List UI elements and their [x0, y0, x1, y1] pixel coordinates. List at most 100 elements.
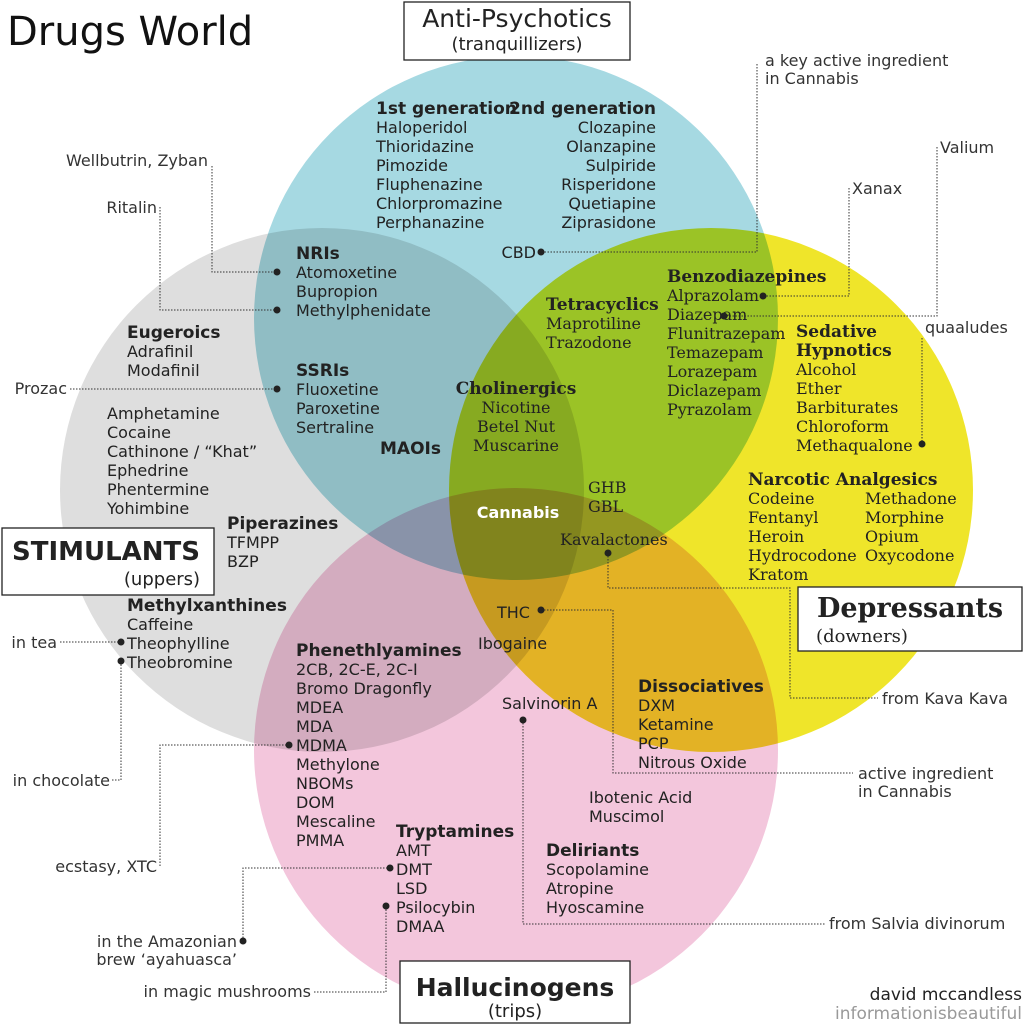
gen1-item: Thioridazine [375, 137, 474, 156]
annotation-ritalin: Ritalin [106, 198, 157, 217]
hallucinogens-sublabel: (trips) [488, 1001, 542, 1022]
phenethylamines-item: Mescaline [296, 812, 375, 831]
cbd-item: CBD [502, 243, 536, 262]
annotation-valium: Valium [940, 138, 994, 157]
annotation-thc_note: in Cannabis [858, 782, 952, 801]
ssris-item: Paroxetine [296, 399, 380, 418]
annotation-tea: in tea [11, 633, 57, 652]
benzos-item: Lorazepam [667, 362, 757, 381]
dissociatives-item: DXM [638, 696, 675, 715]
depressants-sublabel: (downers) [816, 626, 908, 647]
stims-item: Cocaine [107, 423, 171, 442]
sedatives-title: Sedative [796, 322, 877, 342]
benzos-item: Pyrazolam [667, 400, 752, 419]
tetracyclics-item: Maprotiline [546, 314, 641, 333]
dissociatives-item: Ketamine [638, 715, 714, 734]
cholinergics-title: Cholinergics [456, 379, 577, 399]
dissociatives-title: Dissociatives [638, 677, 764, 697]
phenethylamines-item: PMMA [296, 831, 344, 850]
benzos-item: Flunitrazepam [667, 324, 785, 343]
narcotics2-item: Morphine [865, 508, 944, 527]
methylxanthines-item: Caffeine [127, 615, 193, 634]
ssris-title: SSRIs [296, 361, 349, 381]
deliriants-item: Atropine [546, 879, 614, 898]
ghb-item: GHB [588, 478, 627, 497]
page-title: Drugs World [7, 9, 253, 55]
ibotenic-item: Ibotenic Acid [589, 788, 692, 807]
hallucinogens-circle [254, 488, 778, 1012]
tryptamines-item: DMAA [396, 917, 445, 936]
ssris-item: Fluoxetine [296, 380, 379, 399]
narcotics2-item: Opium [865, 527, 919, 546]
stims-item: Amphetamine [107, 404, 220, 423]
tetracyclics-item: Trazodone [546, 333, 632, 352]
annotation-quaaludes: quaaludes [925, 318, 1008, 337]
benzos-item: Diclazepam [667, 381, 761, 400]
tryptamines-item: LSD [396, 879, 427, 898]
phenethylamines-item: NBOMs [296, 774, 353, 793]
anti-psychotics-label: Anti-Psychotics [422, 4, 612, 33]
annotation-ayahuasca: brew ‘ayahuasca’ [96, 950, 237, 969]
phenethylamines-item: Bromo Dragonfly [296, 679, 432, 698]
sedatives-item: Alcohol [795, 360, 856, 379]
kava-item: Kavalactones [560, 530, 668, 549]
annotation-chocolate: in chocolate [13, 771, 110, 790]
cannabis-title: Cannabis [477, 503, 560, 522]
annotation-cbd_note: in Cannabis [765, 69, 859, 88]
eugeroics-item: Modafinil [127, 361, 200, 380]
gen2-item: Clozapine [578, 118, 656, 137]
annotation-xanax: Xanax [852, 179, 902, 198]
tetracyclics-title: Tetracyclics [546, 295, 659, 315]
gen1-item: Perphanazine [376, 213, 484, 232]
benzos-title: Benzodiazepines [667, 267, 826, 287]
gen2-title: 2nd generation [509, 99, 656, 119]
narcotics-item: Kratom [748, 565, 808, 584]
methylxanthines-item: Theobromine [126, 653, 233, 672]
sedatives-item: Barbiturates [796, 398, 898, 417]
gen2-item: Risperidone [561, 175, 656, 194]
hallucinogens-label-box [399, 960, 631, 1024]
benzos-item: Temazepam [667, 343, 763, 362]
phenethylamines-item: MDEA [296, 698, 343, 717]
ssris-item: Sertraline [296, 418, 374, 437]
nris-item: Atomoxetine [296, 263, 397, 282]
narcotics2-item: Methadone [865, 489, 957, 508]
phenethylamines-title: Phenethlyamines [296, 641, 462, 661]
annotation-cbd_note: a key active ingredient [765, 51, 948, 70]
phenethylamines-item: MDA [296, 717, 333, 736]
piperazines-item: BZP [227, 552, 259, 571]
narcotics-item: Heroin [748, 527, 804, 546]
stimulants-label-box [1, 527, 215, 596]
leader-lines [60, 64, 938, 993]
narcotics-item: Fentanyl [748, 508, 818, 527]
phenethylamines-item: 2CB, 2C-E, 2C-I [296, 660, 418, 679]
narcotics-title: Narcotic Analgesics [748, 470, 937, 490]
nris-title: NRIs [296, 244, 340, 264]
sedatives-title: Hypnotics [796, 341, 892, 361]
gen2-item: Olanzapine [566, 137, 656, 156]
piperazines-item: TFMPP [226, 533, 279, 552]
depressants-label-box [797, 586, 1023, 652]
annotation-wellbutrin: Wellbutrin, Zyban [66, 151, 208, 170]
anti-psychotics-label-box [403, 1, 631, 61]
tryptamines-item: AMT [396, 841, 431, 860]
nris-item: Methylphenidate [296, 301, 431, 320]
stims-item: Yohimbine [106, 499, 189, 518]
dissociatives-item: Nitrous Oxide [638, 753, 747, 772]
methylxanthines-title: Methylxanthines [127, 596, 287, 616]
annotation-thc_note: active ingredient [858, 764, 993, 783]
gen1-item: Fluphenazine [376, 175, 483, 194]
phenethylamines-item: Methylone [296, 755, 380, 774]
nris-item: Bupropion [296, 282, 378, 301]
credit-author: david mccandless [870, 985, 1022, 1005]
sedatives-item: Chloroform [796, 417, 889, 436]
stims-item: Phentermine [107, 480, 209, 499]
deliriants-title: Deliriants [546, 841, 639, 861]
annotation-kava_note: from Kava Kava [882, 689, 1008, 708]
maois-title: MAOIs [380, 439, 441, 459]
ibogaine-item: Ibogaine [478, 634, 547, 653]
sedatives-item: Ether [796, 379, 842, 398]
thc-item: THC [496, 603, 530, 622]
ibotenic-item: Muscimol [589, 807, 664, 826]
